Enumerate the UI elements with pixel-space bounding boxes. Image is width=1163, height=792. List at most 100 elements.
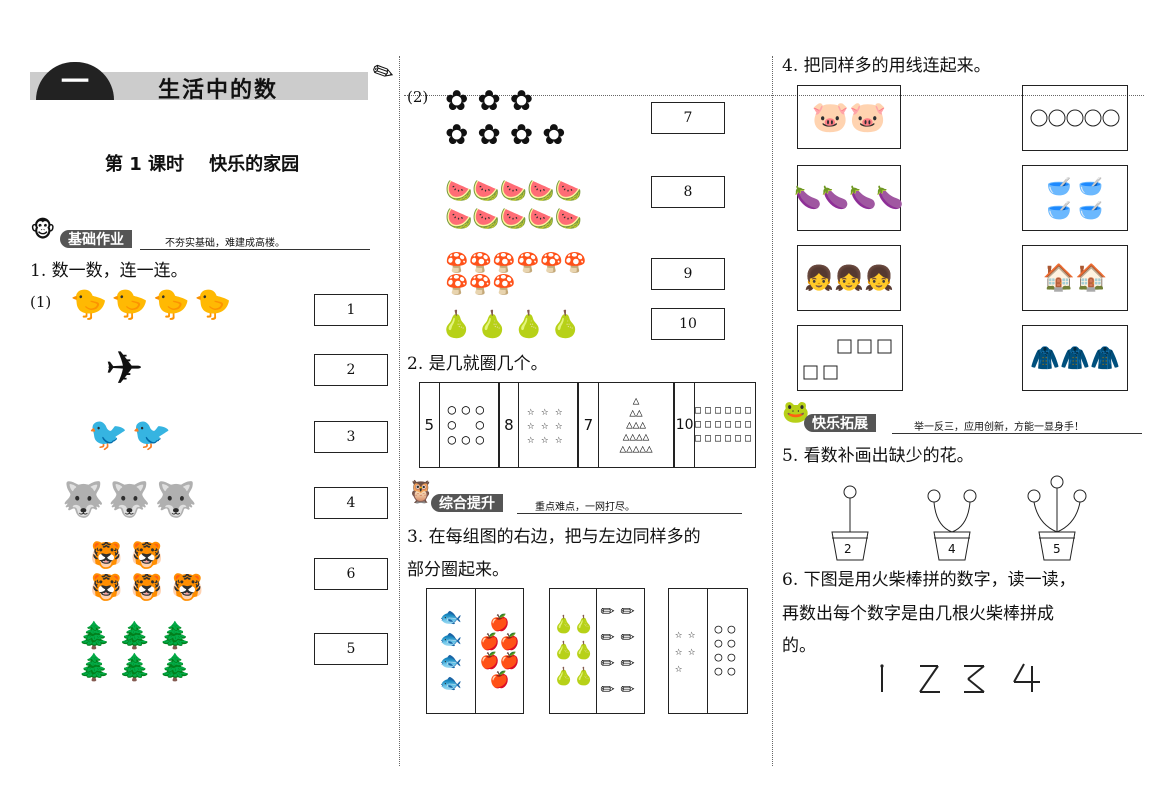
flower-icon: ✿	[542, 118, 566, 151]
mushroom-icon: 🍄	[492, 274, 517, 296]
pear-icon: 🍐	[553, 641, 575, 661]
section-extension-rule	[892, 433, 1142, 434]
pencil-icon: ✏	[600, 628, 615, 648]
watermelon-icon: 🍉	[499, 207, 528, 232]
pencil-icon: ✏	[620, 628, 635, 648]
q4-text: 4. 把同样多的用线连起来。	[782, 56, 991, 76]
apple-icon: 🍎	[489, 670, 510, 689]
number-box[interactable]: 2	[314, 354, 388, 386]
watermelon-icon: 🍉	[445, 207, 473, 232]
q6-text-line1: 6. 下图是用火柴棒拼的数字，读一读，	[782, 570, 1076, 590]
squares-figure	[803, 339, 892, 380]
watermelon-icon: 🍉	[472, 207, 500, 232]
triangle-icon: △	[632, 394, 640, 407]
q4-left-box[interactable]: 👧👧👧	[797, 245, 901, 311]
flower-icon: ✿	[477, 84, 501, 117]
unit-number-badge: 一	[36, 62, 114, 100]
q3-right[interactable]: ✏✏ ✏✏ ✏✏ ✏✏	[597, 589, 644, 713]
section-comprehensive-motto: 重点难点，一网打尽。	[535, 502, 635, 513]
flowerpot-number: 2	[844, 542, 852, 556]
square-icon: □	[694, 405, 702, 416]
number-box[interactable]: 3	[314, 421, 388, 453]
triangle-icon: △	[639, 442, 646, 455]
q4-right-box[interactable]: 🏠🏠	[1022, 245, 1128, 311]
number-box[interactable]: 7	[651, 102, 725, 134]
triangle-icon: △	[619, 442, 627, 455]
q3-right[interactable]: 🍎 🍎🍎 🍎🍎 🍎	[476, 589, 523, 713]
circle-icon: ○	[461, 401, 471, 418]
number-box[interactable]: 5	[314, 633, 388, 665]
q6-text-line3: 的。	[782, 636, 816, 656]
section-basic: 🐵 基础作业 不夯实基础，难建成高楼。	[30, 218, 370, 250]
q2-text: 2. 是几就圈几个。	[407, 354, 548, 374]
q2-shapes[interactable]: ○○○ ○○ ○○○	[440, 383, 500, 467]
number-box[interactable]: 8	[651, 176, 725, 208]
star-icon: ☆	[555, 432, 563, 446]
number-box[interactable]: 4	[314, 487, 388, 519]
circle-icon: ○	[475, 431, 485, 448]
flower-icon: ✿	[509, 118, 534, 151]
triangle-icon: △	[629, 430, 636, 443]
section-comprehensive: 🦉 综合提升 重点难点，一网打尽。	[407, 480, 747, 514]
pear-icon: 🍐	[553, 615, 575, 635]
q4-left-box[interactable]	[797, 325, 903, 391]
pencil-icon: ✏	[600, 602, 615, 622]
flowerpot[interactable]: 5	[1022, 474, 1092, 562]
tiger-icon: 🐯	[130, 541, 164, 571]
fish-icon: 🐟	[439, 651, 463, 672]
apple-icon: 🍎	[479, 651, 500, 670]
square-icon: □	[714, 433, 722, 444]
pears-group: 🍐 🍐 🍐 🍐	[440, 312, 582, 338]
mushroom-icon: 🍄	[492, 252, 517, 274]
flowerpot-figure	[1027, 475, 1087, 561]
pear-icon: 🍐	[440, 310, 473, 340]
q2-shapes[interactable]: △ △△ △△△ △△△△ △△△△△	[599, 383, 676, 467]
circle-icon: ○	[475, 416, 485, 433]
number-box[interactable]: 6	[314, 558, 388, 590]
pear-icon: 🍐	[573, 615, 595, 635]
number-box[interactable]: 9	[651, 258, 725, 290]
section-basic-rule	[140, 249, 370, 250]
apple-icon: 🍎	[499, 651, 520, 670]
circle-icon: ○	[447, 431, 457, 448]
apple-icon: 🍎	[499, 632, 520, 651]
flowerpot-number: 4	[948, 542, 956, 556]
square-icon: □	[714, 419, 722, 430]
chick-icon: 🐤	[152, 287, 191, 322]
section-basic-motto: 不夯实基础，难建成高楼。	[165, 238, 285, 249]
apple-icon: 🍎	[479, 632, 500, 651]
tree-icon: 🌲	[78, 653, 111, 683]
number-box[interactable]: 10	[651, 308, 725, 340]
flowerpot[interactable]: 2	[828, 482, 872, 562]
doll-icon: 👧	[863, 264, 894, 292]
watermelon-icon: 🍉	[445, 179, 473, 204]
top-guide-line	[404, 95, 1144, 96]
circle-icon: ○	[447, 416, 457, 433]
triangle-icon: △	[629, 406, 636, 419]
q4-right-box[interactable]: 🥣 🥣 🥣 🥣	[1022, 165, 1128, 231]
coat-icon: 🧥	[1089, 344, 1120, 372]
q4-right-box[interactable]	[1022, 85, 1128, 151]
q3-right[interactable]: ○○ ○○ ○○ ○○	[708, 589, 747, 713]
q4-left-box[interactable]: 🍆🍆🍆🍆	[794, 165, 904, 231]
star-icon: ☆	[527, 404, 535, 418]
bird-icon: 🐦	[131, 415, 172, 453]
trees-group: 🌲 🌲 🌲 🌲 🌲 🌲	[78, 620, 192, 684]
pear-icon: 🍐	[512, 310, 546, 340]
triangle-icon: △	[626, 442, 633, 455]
chick-icon: 🐤	[194, 287, 232, 322]
q2-shapes[interactable]: □□□□□□ □□□□□□ □□□□□□	[695, 383, 755, 467]
q2-cell: 10	[675, 383, 695, 467]
flower-icon: ✿	[445, 118, 469, 151]
number-box[interactable]: 1	[314, 294, 388, 326]
watermelon-icon: 🍉	[554, 179, 583, 204]
circle-icon: ○	[727, 650, 736, 665]
q4-left-box[interactable]: 🐷🐷	[797, 85, 901, 149]
flowerpot[interactable]: 4	[922, 482, 982, 562]
pencil-icon: ✏	[620, 602, 635, 622]
mushroom-icon: 🍄	[516, 252, 540, 274]
q4-right-box[interactable]: 🧥🧥🧥	[1022, 325, 1128, 391]
q2-shapes[interactable]: ☆☆☆ ☆☆☆ ☆☆☆	[519, 383, 580, 467]
pencil-icon: ✏	[600, 654, 615, 674]
mushroom-icon: 🍄	[468, 274, 493, 296]
